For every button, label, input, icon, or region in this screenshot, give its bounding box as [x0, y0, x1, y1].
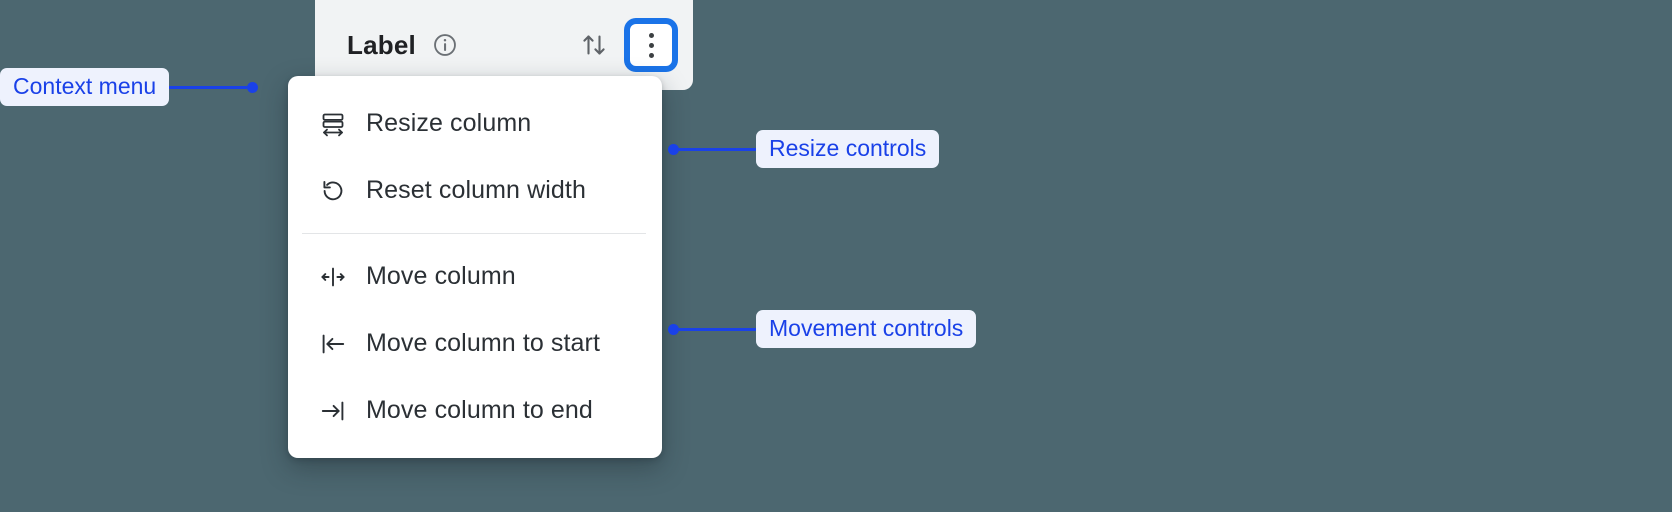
annotation-leader-line — [169, 85, 248, 89]
column-menu-button[interactable] — [627, 21, 675, 69]
column-context-menu: Resize column Reset column width Move co… — [288, 76, 662, 458]
resize-column-icon — [318, 109, 348, 139]
annotation-leader-line — [679, 327, 756, 331]
menu-item-move-column-to-end[interactable]: Move column to end — [288, 377, 662, 444]
menu-item-move-column[interactable]: Move column — [288, 243, 662, 310]
annotation-anchor-dot — [247, 81, 259, 93]
annotation-label: Resize controls — [756, 130, 940, 168]
annotation-context-menu: Context menu — [0, 68, 259, 106]
annotation-label: Context menu — [0, 68, 170, 106]
kebab-dot — [648, 32, 654, 38]
info-circle-icon[interactable] — [430, 30, 460, 60]
menu-item-label: Move column — [366, 262, 516, 290]
menu-item-label: Move column to start — [366, 329, 601, 357]
move-to-end-icon — [318, 396, 348, 426]
annotation-anchor-dot — [668, 323, 679, 335]
kebab-dot — [648, 42, 654, 48]
menu-item-move-column-to-start[interactable]: Move column to start — [288, 310, 662, 377]
annotation-resize-controls: Resize controls — [668, 130, 940, 168]
annotation-anchor-dot — [668, 143, 679, 155]
kebab-dot — [648, 52, 654, 58]
page-title: Label — [347, 29, 416, 60]
annotation-movement-controls: Movement controls — [668, 310, 977, 348]
menu-item-label: Resize column — [366, 109, 532, 137]
menu-item-resize-column[interactable]: Resize column — [288, 90, 662, 157]
menu-divider — [302, 233, 646, 234]
menu-item-label: Move column to end — [366, 396, 593, 424]
sort-arrows-icon[interactable] — [575, 26, 613, 64]
move-column-icon — [318, 262, 348, 292]
menu-item-reset-column-width[interactable]: Reset column width — [288, 157, 662, 224]
reset-width-icon — [318, 176, 348, 206]
annotation-leader-line — [679, 147, 756, 151]
column-header-panel: Label — [315, 0, 693, 90]
annotation-label: Movement controls — [756, 310, 977, 348]
move-to-start-icon — [318, 329, 348, 359]
menu-item-label: Reset column width — [366, 176, 586, 204]
